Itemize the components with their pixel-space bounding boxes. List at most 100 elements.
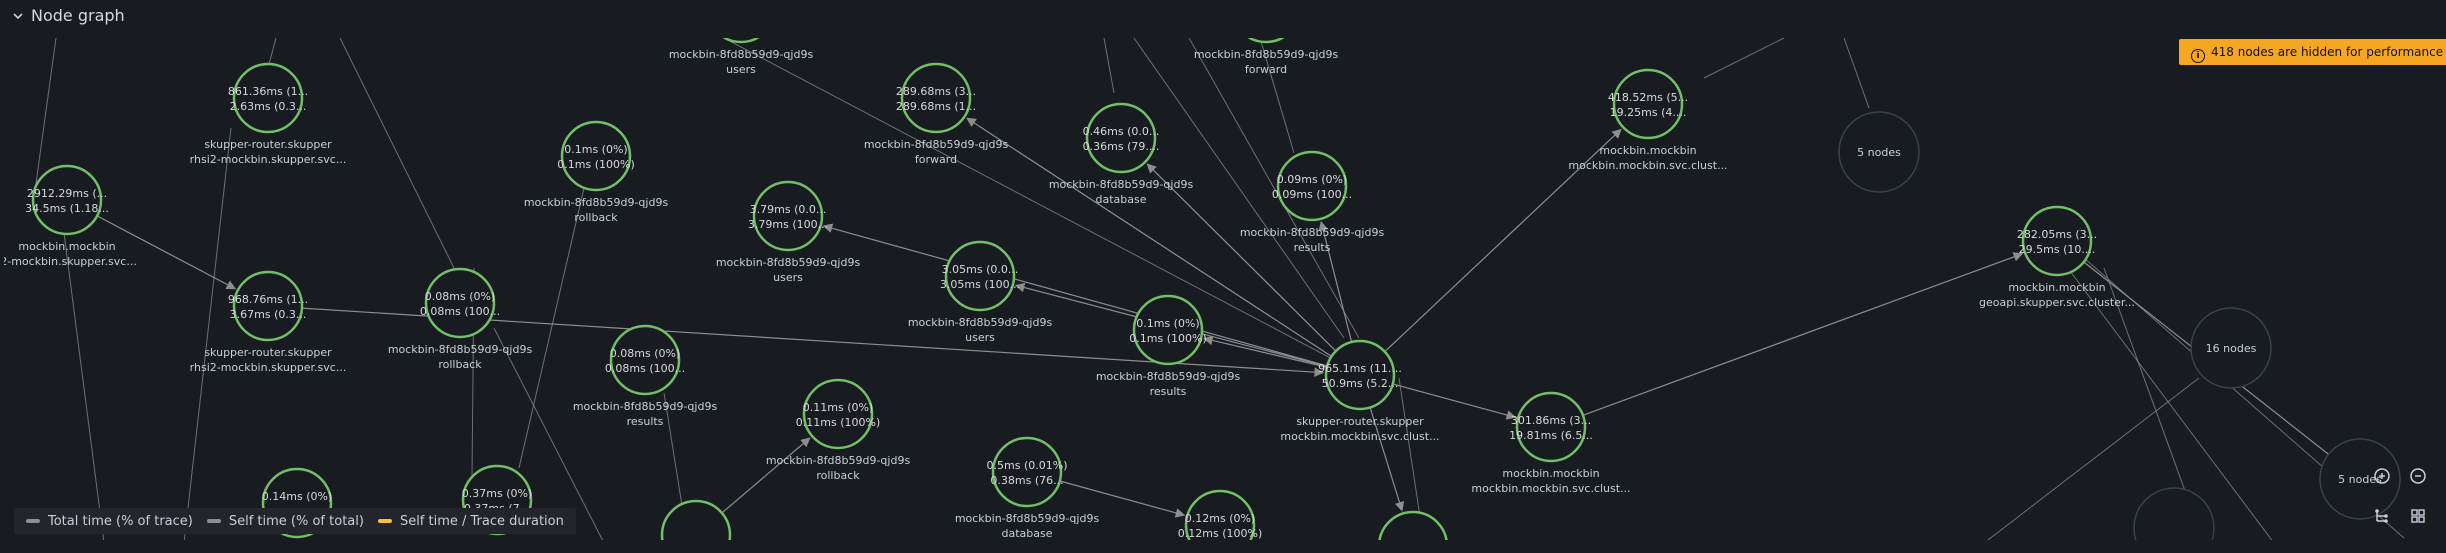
- graph-node[interactable]: 3.05ms (0.0...3.05ms (100...mockbin-8fd8…: [908, 240, 1053, 344]
- node-self-time: 29.5ms (10....: [2019, 243, 2096, 256]
- graph-node[interactable]: 2912.29ms (...34.5ms (1.18...mockbin.moc…: [4, 164, 137, 268]
- node-self-time: 0.1ms (100%): [1129, 332, 1206, 345]
- node-self-time: 3.67ms (0.3...: [230, 308, 307, 321]
- graph-edge: [723, 38, 1360, 374]
- node-ring: [1378, 510, 1448, 540]
- legend-item-self-time-trace[interactable]: Self time / Trace duration: [377, 514, 564, 529]
- graph-edge[interactable]: [721, 437, 811, 514]
- hidden-nodes-group[interactable]: 5 nodes: [1838, 111, 1920, 193]
- graph-edge: [183, 127, 232, 540]
- graph-edge[interactable]: [1146, 163, 1337, 352]
- node-subtitle: forward: [915, 153, 957, 166]
- zoom-in-button[interactable]: [2368, 462, 2396, 490]
- graph-edge[interactable]: [1059, 480, 1186, 518]
- zoom-out-button[interactable]: [2404, 462, 2432, 490]
- graph-edge[interactable]: [966, 117, 1332, 357]
- node-subtitle: results: [1294, 241, 1331, 254]
- node-subtitle: database: [1002, 527, 1053, 540]
- graph-node[interactable]: 0.11ms (0%)0.11ms (100%)mockbin-8fd8b59d…: [766, 378, 911, 482]
- node-subtitle: forward: [1245, 63, 1287, 76]
- hidden-group-ring: [2319, 438, 2401, 520]
- node-subtitle: mockbin.mockbin.svc.clust...: [1471, 482, 1630, 495]
- node-total-time: 282.05ms (3...: [2017, 228, 2097, 241]
- graph-node[interactable]: 3.79ms (0.0...3.79ms (100...mockbin-8fd8…: [716, 180, 861, 284]
- node-ring: [722, 38, 760, 44]
- graph-node[interactable]: 0.08ms (0%)0.08ms (100...mockbin-8fd8b59…: [573, 324, 718, 428]
- graph-node[interactable]: 0.1ms (0%)0.1ms (100%)mockbin-8fd8b59d9-…: [524, 120, 669, 224]
- node-total-time: 861.36ms (1...: [228, 85, 308, 98]
- node-subtitle: rhsi2-mockbin.skupper.svc...: [190, 153, 347, 166]
- zoom-out-icon: [2410, 468, 2426, 484]
- graph-node[interactable]: 0.08ms (0%)0.08ms (100...mockbin-8fd8b59…: [388, 267, 533, 371]
- graph-edge[interactable]: [1369, 407, 1405, 512]
- node-self-time: 19.81ms (6.5...: [1509, 429, 1593, 442]
- node-subtitle: rollback: [438, 358, 482, 371]
- node-title: skupper-router.skupper: [204, 346, 332, 359]
- node-title: mockbin-8fd8b59d9-qjd9s: [573, 400, 718, 413]
- node-subtitle: results: [1150, 385, 1187, 398]
- node-total-time: 0.1ms (0%): [1136, 317, 1199, 330]
- node-total-time: 0.37ms (0%): [462, 487, 532, 500]
- graph-node[interactable]: 861.36ms (1...2.63ms (0.3...skupper-rout…: [190, 62, 347, 166]
- node-subtitle: database: [1096, 193, 1147, 206]
- graph-edge[interactable]: [1384, 128, 1622, 353]
- graph-node[interactable]: 968.76ms (1...3.67ms (0.3...skupper-rout…: [190, 270, 347, 374]
- graph-node[interactable]: 301.86ms (3... 19.81ms (6.5... mockbin.moc…: [1471, 391, 1631, 495]
- graph-node[interactable]: 289.68ms (3...289.68ms (1...mockbin-8fd8…: [864, 62, 1009, 166]
- chevron-down-icon[interactable]: [10, 8, 26, 24]
- node-subtitle: rollback: [816, 469, 860, 482]
- legend-item-self-time[interactable]: Self time (% of total): [206, 514, 364, 529]
- node-self-time: 0.09ms (100...: [1272, 188, 1352, 201]
- node-total-time: 301.86ms (3...: [1511, 414, 1591, 427]
- node-total-time: 0.14ms (0%): [262, 490, 332, 503]
- node-total-time: 3.79ms (0.0...: [750, 203, 827, 216]
- legend-item-total-time[interactable]: Total time (% of trace): [26, 514, 193, 529]
- nodes-layer: 2912.29ms (...34.5ms (1.18...mockbin.moc…: [4, 38, 2401, 540]
- node-graph-svg[interactable]: 2912.29ms (...34.5ms (1.18...mockbin.moc…: [4, 38, 2442, 540]
- graph-node[interactable]: [1378, 510, 1448, 540]
- node-title: mockbin-8fd8b59d9-qjd9s: [908, 316, 1053, 329]
- graph-edge[interactable]: [822, 223, 1328, 367]
- graph-node[interactable]: [660, 499, 732, 540]
- node-title: mockbin.mockbin: [18, 240, 115, 253]
- hidden-nodes-group[interactable]: 5 nodes: [2319, 438, 2401, 520]
- graph-edge[interactable]: [1582, 252, 2024, 416]
- hidden-nodes-group[interactable]: 16 nodes: [2190, 307, 2272, 389]
- graph-node[interactable]: 965.1ms (11....50.9ms (5.2...skupper-rou…: [1280, 339, 1440, 443]
- graph-edge[interactable]: [1318, 220, 1353, 343]
- graph-edge[interactable]: [1392, 383, 1517, 420]
- graph-node[interactable]: 0.5ms (0.01%)0.38ms (76...mockbin-8fd8b5…: [955, 436, 1100, 540]
- node-self-time: 34.5ms (1.18...: [25, 202, 109, 215]
- node-ring: [232, 270, 304, 342]
- node-ring: [752, 180, 824, 252]
- layout-toggle-button[interactable]: [2368, 502, 2396, 530]
- node-total-time: 418.52ms (5...: [1608, 91, 1688, 104]
- node-self-time: 0.08ms (100...: [420, 305, 500, 318]
- node-total-time: 3.05ms (0.0...: [942, 263, 1019, 276]
- legend-label: Total time (% of trace): [48, 513, 193, 529]
- node-ring: [1515, 391, 1587, 463]
- graph-node[interactable]: 0.1ms (0%)0.1ms (100%)mockbin-8fd8b59d9-…: [1096, 294, 1241, 398]
- hidden-group-label: 16 nodes: [2206, 342, 2257, 355]
- node-graph-canvas[interactable]: 2912.29ms (...34.5ms (1.18...mockbin.moc…: [4, 38, 2442, 540]
- graph-node[interactable]: 0.12ms (0%)0.12ms (100%): [1178, 489, 1262, 540]
- node-title: mockbin-8fd8b59d9-qjd9s: [524, 196, 669, 209]
- node-ring: [1247, 38, 1285, 44]
- hidden-group-ring: [2190, 307, 2272, 389]
- node-title: mockbin.mockbin: [1502, 467, 1599, 480]
- graph-edge[interactable]: [1203, 335, 1328, 368]
- panel-title[interactable]: Node graph: [31, 6, 125, 25]
- graph-node[interactable]: 0.46ms (0.0...0.36ms (79....mockbin-8fd8…: [1049, 102, 1194, 206]
- graph-node[interactable]: 282.05ms (3...29.5ms (10....mockbin.mock…: [1979, 205, 2135, 309]
- node-ring: [1184, 489, 1256, 540]
- graph-edge[interactable]: [96, 215, 237, 290]
- node-subtitle: results: [627, 415, 664, 428]
- graph-node[interactable]: 418.52ms (5...19.25ms (4....mockbin.mock…: [1568, 68, 1728, 172]
- graph-node[interactable]: 0.09ms (0%)0.09ms (100...mockbin-8fd8b59…: [1240, 150, 1385, 254]
- node-title: mockbin-8fd8b59d9-qjd9s: [716, 256, 861, 269]
- grid-view-button[interactable]: [2404, 502, 2432, 530]
- hidden-nodes-group[interactable]: [2133, 487, 2215, 540]
- graph-edge: [1133, 38, 1345, 339]
